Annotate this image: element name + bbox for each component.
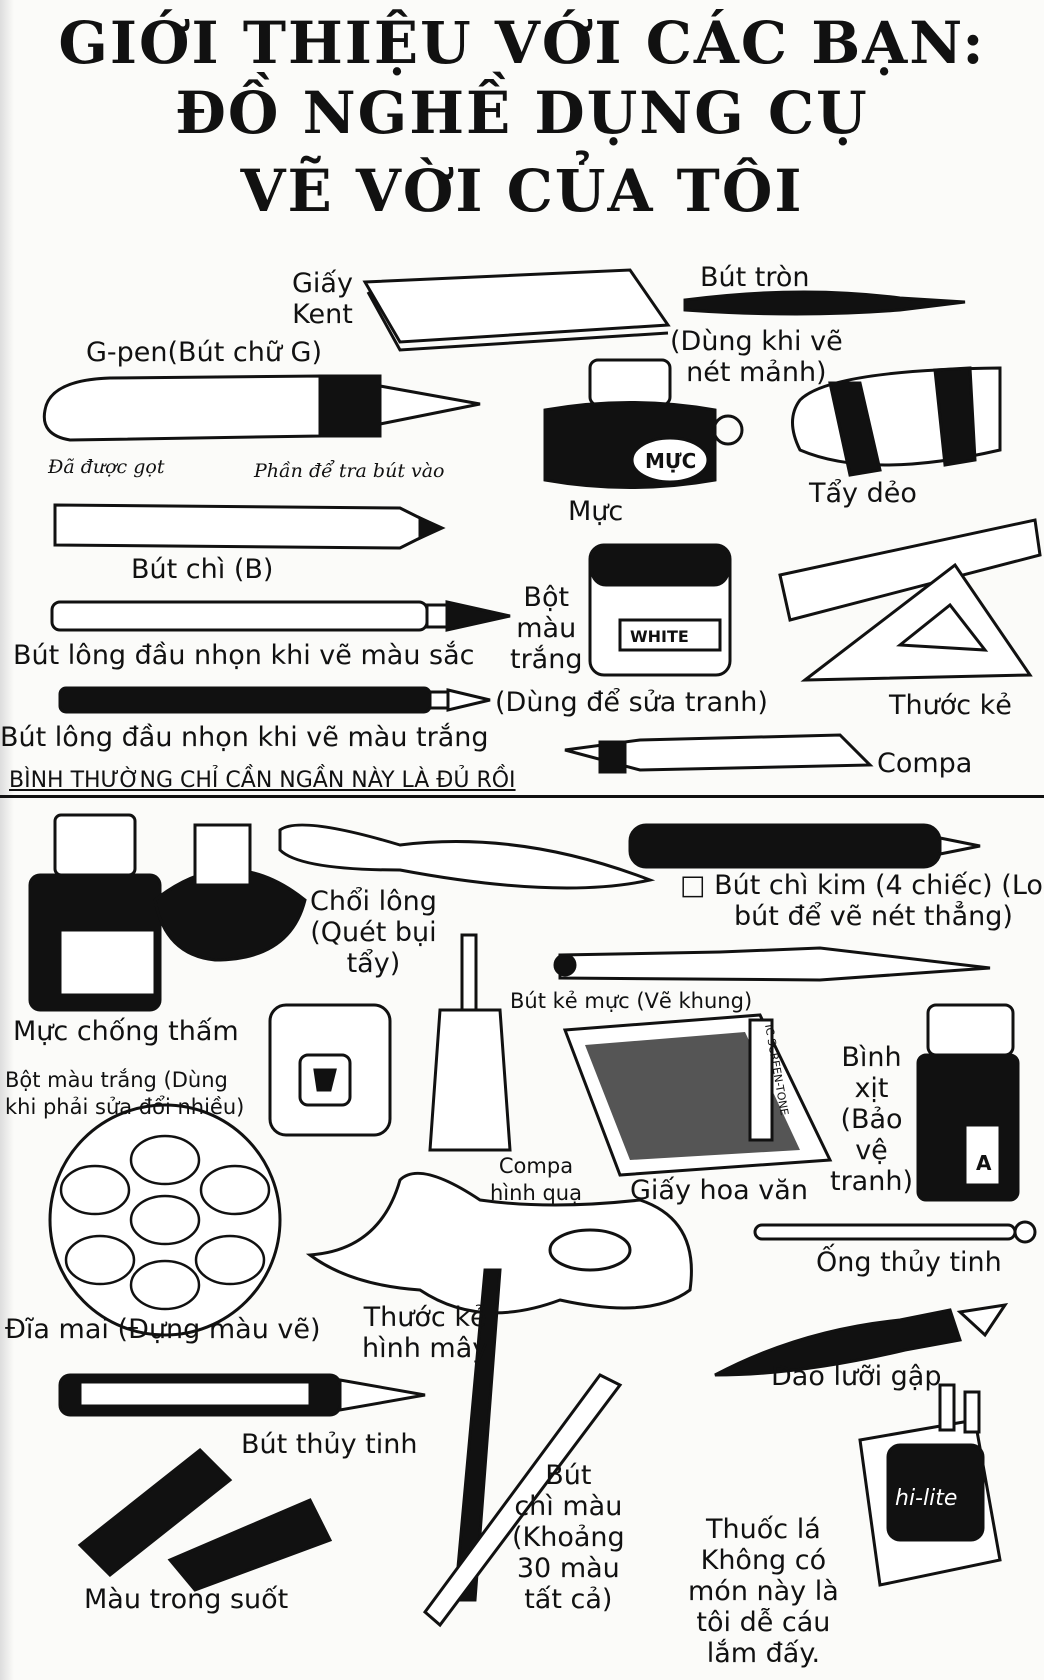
label-g-pen: G-pen(Bút chữ G) [86,337,322,368]
cigarettes-drawing: hi-lite [858,1383,1002,1587]
glass-tube-drawing [753,1220,1037,1244]
g-pen-drawing [42,374,481,442]
label-transparent-paint: Màu trong suốt [84,1584,289,1615]
label-ink: Mực [568,496,624,527]
cigarettes-brand: hi-lite [895,1486,957,1511]
summary-note: BÌNH THƯỜNG CHỈ CẦN NGẦN NÀY LÀ ĐỦ RỒI [9,768,516,793]
palette-drawing [48,1103,282,1337]
white-brush-drawing [58,686,491,714]
colored-pencils-drawing [422,1268,623,1628]
label-round-pen: Bút tròn [700,262,810,293]
cutter-drawing [714,1302,1009,1377]
section-divider [0,795,1044,798]
label-ruling-pen: Bút kẻ mực (Vẽ khung) [510,989,753,1013]
waterproof-ink-drawing [28,813,307,1012]
round-pen-drawing [683,290,966,316]
ink-bottle-drawing: MỰC [543,358,744,489]
paint-tubes-drawing [77,1447,333,1592]
title-line-2: ĐỒ NGHỀ DỤNG CỤ [175,79,869,147]
cloud-ruler-drawing [305,1171,693,1315]
label-cutter: Dao lưỡi gập [771,1361,942,1392]
glass-pen-drawing [58,1373,426,1417]
white-paint-label: WHITE [630,627,689,646]
label-white-brush: Bút lông đầu nhọn khi vẽ màu trắng [0,722,489,753]
kent-paper-drawing [362,268,671,352]
eraser-drawing [791,366,1002,477]
spray-can-label: A [976,1151,992,1175]
label-g-pen-note-sharpened: Đã được gọt [48,456,165,478]
label-waterproof-ink: Mực chống thấm [13,1016,239,1047]
label-color-brush: Bút lông đầu nhọn khi vẽ màu sắc [13,640,475,671]
label-g-pen-note-nib: Phần để tra bút vào [254,460,445,482]
label-white-paint-note: (Dùng để sửa tranh) [495,687,768,718]
pencil-drawing [53,503,446,550]
color-brush-drawing [50,600,511,632]
compass-drawing [564,733,874,774]
label-palette: Đĩa mai (Đựng màu vẽ) [5,1314,321,1345]
label-ruler: Thước kẻ [889,690,1012,721]
screen-tone-drawing: IC SCREEN-TONE [562,1013,833,1177]
ruler-drawing [778,518,1042,682]
white-paint-jar-drawing: WHITE [588,543,732,677]
beam-compass-drawing [428,933,512,1152]
label-pencil: Bút chì (B) [131,554,274,585]
spray-can-drawing: A [916,1003,1020,1202]
label-glass-pen: Bút thủy tinh [241,1429,418,1460]
dust-brush-drawing [278,823,656,890]
ink-bottle-label: MỰC [645,449,696,473]
label-compass: Compa [877,748,973,779]
mechanical-pencil-drawing [628,823,981,869]
ruling-pen-drawing [553,946,991,982]
title-line-3: VẼ VỜI CỦA TÔI [240,157,804,225]
label-eraser: Tẩy dẻo [809,478,917,509]
paint-jar-drawing [268,1003,392,1137]
label-glass-tube: Ống thủy tinh [816,1247,1002,1278]
page-edge-shadow [0,0,14,1680]
label-screen-tone: Giấy hoa văn [630,1175,808,1206]
title-line-1: GIỚI THIỆU VỚI CÁC BẠN: [58,9,986,77]
